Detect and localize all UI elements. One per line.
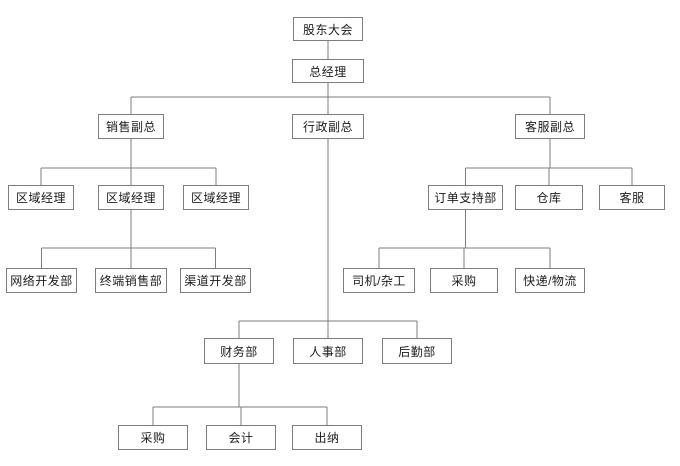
org-node-regional-manager-1: 区域经理 [8, 185, 74, 210]
org-node-accounting: 会计 [206, 425, 276, 450]
org-node-label: 行政副总 [302, 120, 353, 134]
org-node-label: 司机/杂工 [352, 274, 406, 288]
org-node-order-support-dept: 订单支持部 [428, 185, 503, 210]
org-node-general-manager: 总经理 [292, 59, 364, 83]
org-node-express-logistics: 快递/物流 [515, 268, 585, 293]
org-node-label: 渠道开发部 [184, 274, 247, 288]
org-node-label: 后勤部 [398, 344, 436, 359]
org-node-channel-dev-dept: 渠道开发部 [180, 268, 251, 293]
org-node-logistics-dept: 后勤部 [382, 338, 452, 364]
org-node-label: 仓库 [536, 191, 562, 205]
org-node-label: 终端销售部 [99, 274, 163, 288]
org-node-label: 销售副总 [105, 120, 156, 134]
org-node-cashier: 出纳 [292, 425, 362, 450]
org-node-label: 总经理 [309, 64, 347, 79]
org-node-network-dev-dept: 网络开发部 [6, 268, 77, 293]
org-node-terminal-sales-dept: 终端销售部 [95, 268, 167, 293]
org-node-regional-manager-2: 区域经理 [98, 185, 164, 210]
org-node-label: 订单支持部 [434, 191, 497, 205]
org-node-driver-handyman: 司机/杂工 [343, 268, 415, 293]
org-node-customer-service-vp: 客服副总 [515, 114, 585, 139]
org-node-label: 会计 [228, 431, 254, 445]
org-node-purchasing-finance: 采购 [118, 425, 188, 450]
org-node-label: 出纳 [314, 431, 340, 445]
org-node-label: 人事部 [309, 344, 347, 359]
org-node-finance-dept: 财务部 [204, 338, 274, 364]
org-node-label: 区域经理 [190, 191, 241, 205]
org-node-label: 采购 [451, 274, 477, 288]
org-node-label: 股东大会 [302, 22, 353, 37]
org-node-sales-vp: 销售副总 [98, 114, 164, 139]
org-node-label: 财务部 [220, 344, 258, 359]
org-node-shareholders-meeting: 股东大会 [293, 17, 363, 41]
org-node-label: 区域经理 [105, 191, 156, 205]
org-node-hr-dept: 人事部 [293, 338, 363, 364]
org-node-customer-service: 客服 [599, 185, 665, 210]
org-node-label: 客服副总 [524, 120, 575, 134]
org-node-regional-manager-3: 区域经理 [183, 185, 249, 210]
org-node-label: 客服 [619, 191, 645, 205]
org-node-label: 采购 [140, 431, 166, 445]
org-node-label: 快递/物流 [523, 274, 577, 288]
org-node-label: 网络开发部 [10, 274, 73, 288]
org-node-warehouse: 仓库 [515, 185, 583, 210]
org-node-admin-vp: 行政副总 [292, 114, 364, 139]
org-node-purchasing-cs: 采购 [430, 268, 498, 293]
org-node-label: 区域经理 [15, 191, 66, 205]
